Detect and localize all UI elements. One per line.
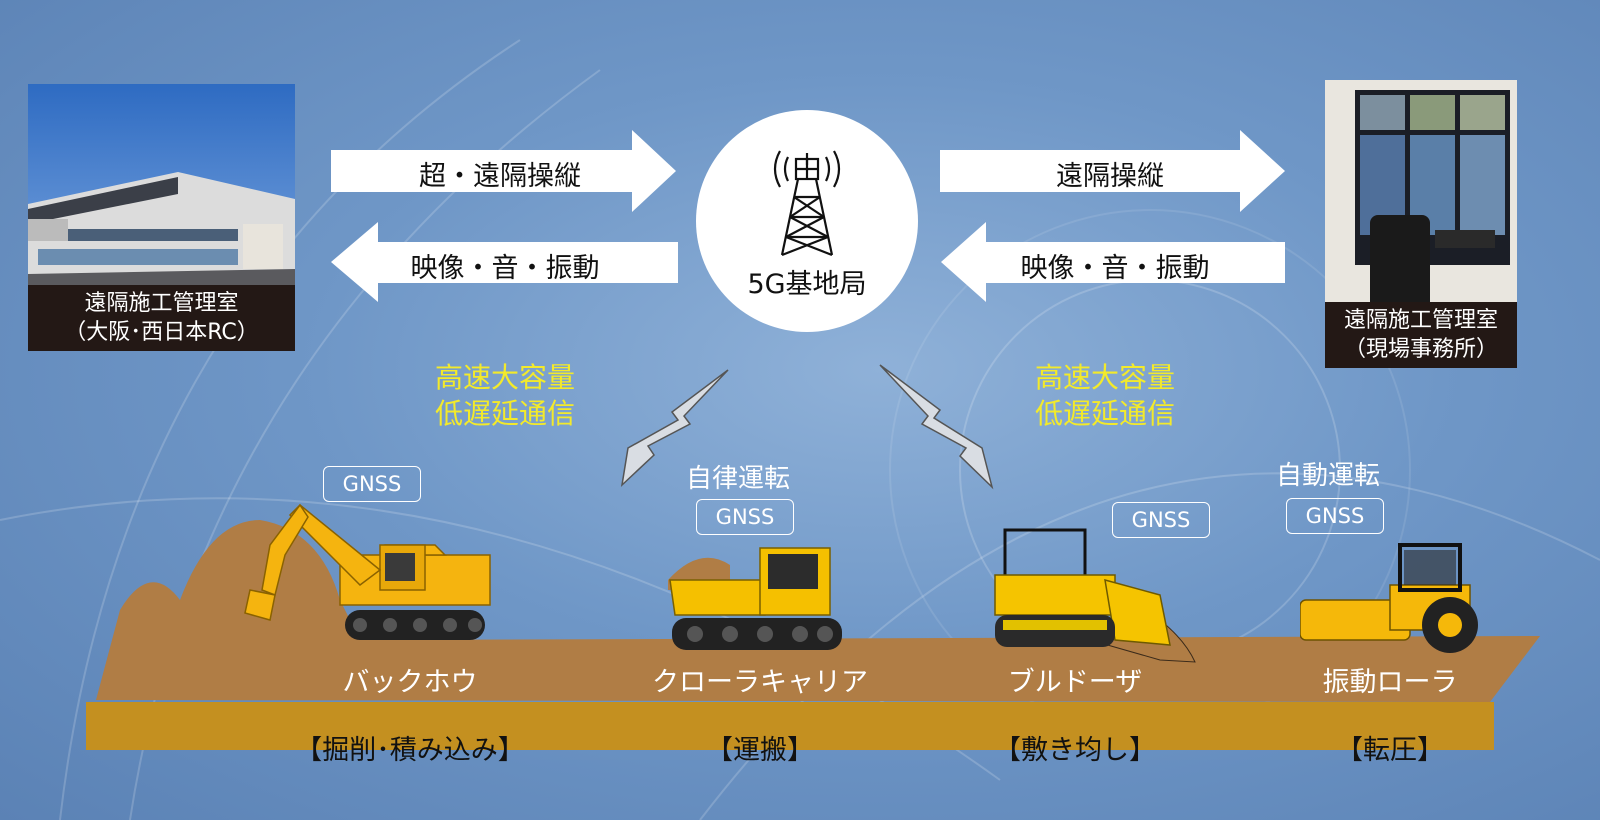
gnss-badge-roller: GNSS [1286,498,1384,534]
bulldozer-image [994,528,1171,647]
task-band [86,702,1494,750]
vibratory-roller-image [1300,543,1478,653]
lightning-right-icon [879,364,994,490]
machine-name-crawler-carrier: クローラキャリア [652,667,868,698]
gnss-badge-bulldozer: GNSS [1112,502,1210,538]
arrow-right-top-label: 遠隔操縦 [1056,161,1164,192]
gnss-badge-backhoe: GNSS [323,466,421,502]
right-office-photo: 遠隔施工管理室 （現場事務所） [1325,80,1517,368]
arrow-right-bottom-label: 映像・音・振動 [1020,253,1210,284]
antenna-tower-icon [773,150,841,257]
task-backhoe: 【掘削･積み込み】 [295,735,525,766]
arrow-left-top-label: 超・遠隔操縦 [419,161,581,192]
task-crawler-carrier: 【運搬】 [706,735,814,766]
arrow-left-bottom-label: 映像・音・振動 [410,253,600,284]
base-station-label: 5G基地局 [747,269,867,300]
arrow-left-top [331,130,676,212]
base-station-circle: 5G基地局 [696,110,918,332]
crawler-carrier-image [669,547,842,650]
machine-name-bulldozer: ブルドーザ [1007,667,1143,698]
arrow-right-top [940,130,1285,212]
backhoe-image [244,503,491,640]
left-office-caption: 遠隔施工管理室 （大阪･西日本RC） [28,285,295,351]
comm-label-left: 高速大容量 低遅延通信 [434,361,575,430]
machine-name-backhoe: バックホウ [342,667,478,698]
comm-label-right: 高速大容量 低遅延通信 [1034,361,1175,430]
right-office-caption: 遠隔施工管理室 （現場事務所） [1325,302,1517,368]
arrow-left-bottom [331,222,678,302]
gnss-badge-carrier: GNSS [696,499,794,535]
task-bulldozer: 【敷き均し】 [994,735,1156,766]
left-office-photo: 遠隔施工管理室 （大阪･西日本RC） [28,84,295,351]
machine-name-roller: 振動ローラ [1322,667,1458,698]
automatic-label: 自動運転 [1276,461,1381,491]
autonomous-label: 自律運転 [686,464,791,494]
lightning-left-icon [620,369,729,488]
task-roller: 【転圧】 [1336,735,1444,766]
arrow-right-bottom [941,222,1285,302]
